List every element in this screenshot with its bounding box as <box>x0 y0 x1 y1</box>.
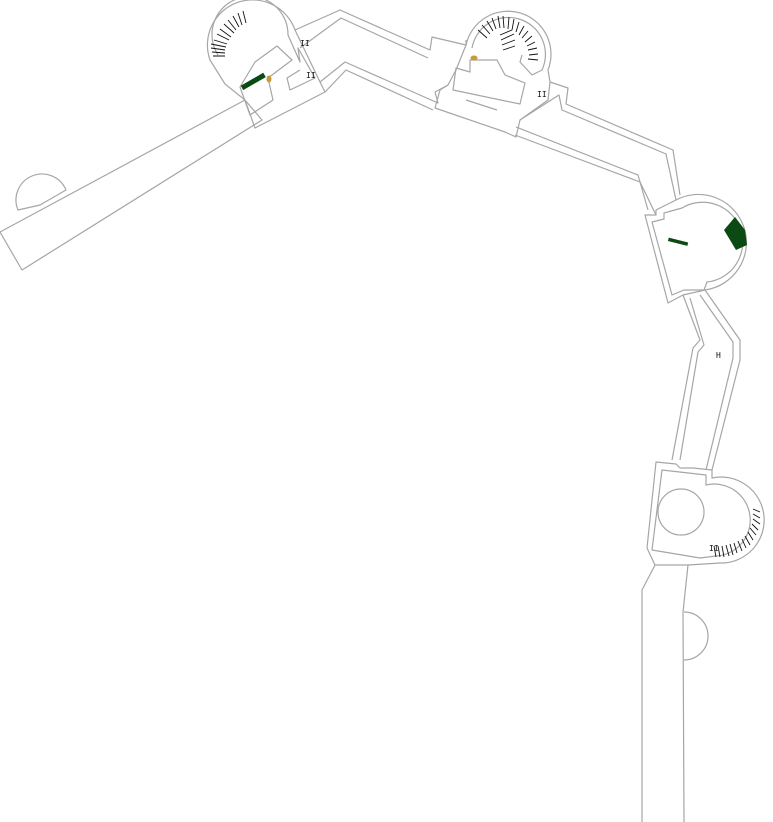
tower-2: II <box>434 10 552 138</box>
tower-4-inner <box>651 469 751 559</box>
curtain-wall-east-inner <box>679 294 734 471</box>
tower-1-inner <box>211 0 316 116</box>
curtain-wall-south <box>641 564 689 822</box>
tower-1-green-feature <box>240 72 266 91</box>
tower-1-marker-a: II <box>300 39 310 48</box>
tower-2-outline <box>434 10 552 138</box>
tower-3-green-bar <box>667 237 689 246</box>
south-bastion <box>683 611 709 661</box>
tower-1-outline <box>206 0 326 129</box>
tower-4-marker-b: II <box>709 544 719 553</box>
tower-2-inner <box>452 16 547 111</box>
west-bastion <box>15 173 67 211</box>
curtain-wall-north <box>294 9 467 104</box>
tower-4-spiral-stairs <box>713 508 761 558</box>
curtain-wall-east <box>671 289 741 471</box>
tower-3 <box>644 193 747 304</box>
tower-1: II II <box>206 0 326 129</box>
tower-4-outline <box>646 461 765 566</box>
tower-3-green-feature <box>724 217 747 250</box>
tower-3-outline <box>644 193 747 304</box>
tower-3-inner <box>651 201 744 296</box>
tower-4-marker-a: H <box>716 351 721 360</box>
tower-1-marker-b: II <box>306 71 316 80</box>
tower-1-orange-feature <box>266 75 272 83</box>
curtain-wall-northeast <box>514 81 681 216</box>
tower-4-round-room <box>657 488 705 536</box>
tower-1-spiral-stairs <box>210 10 247 57</box>
tower-2-marker: II <box>537 90 547 99</box>
tower-2-spiral-stairs <box>477 15 539 61</box>
curtain-wall-northeast-inner <box>515 94 677 211</box>
tower-4: H II <box>646 351 765 566</box>
curtain-wall-outline <box>0 9 741 822</box>
west-wall-segment <box>0 99 263 271</box>
curtain-wall-north-inner <box>299 17 434 111</box>
tower-2-orange-feature <box>470 55 478 61</box>
